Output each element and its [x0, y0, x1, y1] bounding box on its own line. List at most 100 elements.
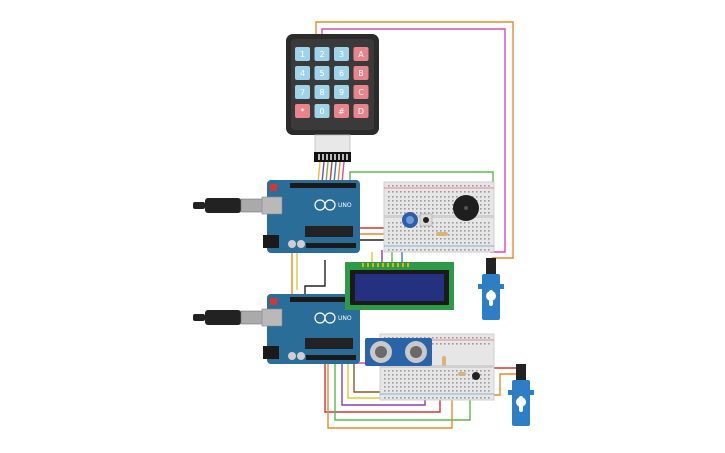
breadboard-hole: [484, 226, 486, 228]
breadboard-hole: [436, 337, 438, 339]
breadboard-hole: [476, 242, 478, 244]
keypad-key[interactable]: [353, 47, 369, 61]
breadboard-hole: [424, 185, 426, 187]
breadboard-hole: [424, 200, 426, 202]
breadboard-hole: [432, 249, 434, 251]
breadboard-hole: [452, 196, 454, 198]
breadboard-hole: [476, 226, 478, 228]
breadboard-hole: [480, 191, 482, 193]
breadboard-hole: [472, 397, 474, 399]
breadboard-hole: [404, 249, 406, 251]
breadboard-hole: [460, 397, 462, 399]
arduino-bottom-chip: [305, 338, 353, 349]
arduino-bottom-usb-port: [261, 308, 283, 327]
breadboard-hole: [388, 397, 390, 399]
breadboard-hole: [396, 204, 398, 206]
breadboard-hole: [400, 230, 402, 232]
breadboard-hole: [428, 370, 430, 372]
keypad-key[interactable]: [295, 104, 310, 118]
breadboard-hole: [420, 208, 422, 210]
keypad-key-label: 0: [319, 107, 324, 116]
breadboard-hole: [476, 343, 478, 345]
breadboard-hole: [396, 374, 398, 376]
breadboard-hole: [408, 234, 410, 236]
keypad-key[interactable]: [295, 85, 310, 99]
arduino-bottom-logo-icon-2: [324, 312, 336, 324]
breadboard-hole: [400, 200, 402, 202]
keypad-key[interactable]: [353, 66, 369, 80]
breadboard-hole: [464, 382, 466, 384]
breadboard-hole: [452, 238, 454, 240]
breadboard-hole: [484, 204, 486, 206]
arduino-top-board: [267, 180, 360, 253]
keypad-key[interactable]: [295, 47, 310, 61]
keypad-header-pins: [318, 154, 348, 160]
breadboard-hole: [488, 390, 490, 392]
breadboard-hole: [412, 337, 414, 339]
breadboard-hole: [464, 234, 466, 236]
breadboard-hole: [412, 397, 414, 399]
breadboard-hole: [464, 242, 466, 244]
breadboard-hole: [468, 191, 470, 193]
breadboard-hole: [400, 378, 402, 380]
keypad-key[interactable]: [314, 85, 330, 99]
breadboard-hole: [384, 382, 386, 384]
breadboard-hole: [412, 196, 414, 198]
keypad-key[interactable]: [295, 66, 310, 80]
breadboard-hole: [392, 374, 394, 376]
breadboard-hole: [420, 378, 422, 380]
breadboard-hole: [480, 378, 482, 380]
breadboard-hole: [392, 249, 394, 251]
breadboard-hole: [440, 386, 442, 388]
usb-cable-top: [193, 198, 268, 213]
breadboard-hole: [388, 386, 390, 388]
keypad-key[interactable]: [314, 104, 330, 118]
breadboard-hole: [432, 390, 434, 392]
breadboard-hole: [480, 370, 482, 372]
breadboard-hole: [420, 238, 422, 240]
breadboard-hole: [388, 185, 390, 187]
breadboard-hole: [424, 208, 426, 210]
keypad-key-label: B: [358, 69, 364, 78]
breadboard-hole: [468, 382, 470, 384]
breadboard-hole: [440, 191, 442, 193]
breadboard-hole: [408, 242, 410, 244]
breadboard-hole: [428, 386, 430, 388]
breadboard-hole: [388, 242, 390, 244]
keypad-key[interactable]: [314, 47, 330, 61]
breadboard-hole: [440, 208, 442, 210]
breadboard-hole: [392, 208, 394, 210]
breadboard-hole: [392, 382, 394, 384]
breadboard-hole: [452, 230, 454, 232]
breadboard-hole: [436, 196, 438, 198]
breadboard-hole: [452, 200, 454, 202]
keypad-key[interactable]: [353, 85, 369, 99]
keypad-key[interactable]: [334, 85, 349, 99]
breadboard-hole: [480, 226, 482, 228]
keypad-key[interactable]: [314, 66, 330, 80]
breadboard-hole: [460, 191, 462, 193]
breadboard-hole: [392, 234, 394, 236]
breadboard-hole: [428, 337, 430, 339]
breadboard-hole: [448, 242, 450, 244]
breadboard-hole: [464, 230, 466, 232]
breadboard-hole: [456, 191, 458, 193]
breadboard-hole: [444, 208, 446, 210]
breadboard-hole: [396, 249, 398, 251]
keypad-key[interactable]: [334, 47, 349, 61]
breadboard-hole: [432, 374, 434, 376]
breadboard-hole: [392, 386, 394, 388]
breadboard-hole: [416, 230, 418, 232]
breadboard-hole: [444, 230, 446, 232]
breadboard-hole: [460, 185, 462, 187]
breadboard-hole: [432, 242, 434, 244]
keypad-key[interactable]: [334, 104, 349, 118]
breadboard-hole: [420, 397, 422, 399]
keypad-key[interactable]: [353, 104, 369, 118]
keypad-key-label: C: [358, 88, 364, 97]
breadboard-hole: [484, 249, 486, 251]
keypad-key[interactable]: [334, 66, 349, 80]
breadboard-hole: [440, 222, 442, 224]
